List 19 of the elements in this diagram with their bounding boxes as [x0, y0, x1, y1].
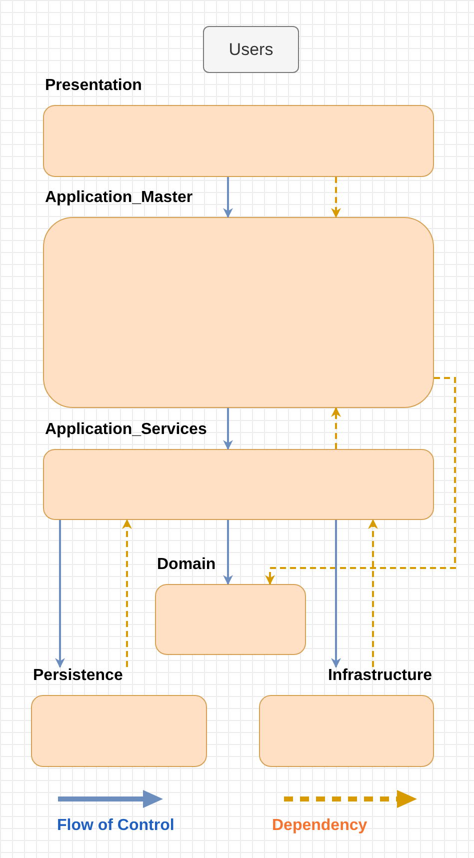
layer-heading: Domain [157, 556, 216, 574]
control-flow-arrow [223, 520, 233, 585]
layer-heading: Persistence [33, 667, 123, 685]
actor-box: Users [203, 26, 299, 73]
layer-heading: Infrastructure [328, 667, 432, 685]
dependency-arrow [265, 377, 456, 585]
layer-heading: Application_Services [45, 421, 207, 439]
control-flow-arrow [223, 408, 233, 450]
dependency-arrow [331, 407, 341, 449]
legend-label: Dependency [272, 817, 368, 835]
dependency-arrow [331, 177, 341, 218]
dependency-arrow [368, 519, 378, 667]
dependency-arrow [122, 519, 132, 667]
legend-label: Flow of Control [57, 817, 174, 835]
control-flow-arrow [55, 520, 65, 668]
layer-heading: Presentation [45, 77, 142, 95]
layer-heading: Application_Master [45, 189, 193, 207]
control-flow-arrow [223, 177, 233, 218]
control-flow-arrow [331, 520, 341, 668]
